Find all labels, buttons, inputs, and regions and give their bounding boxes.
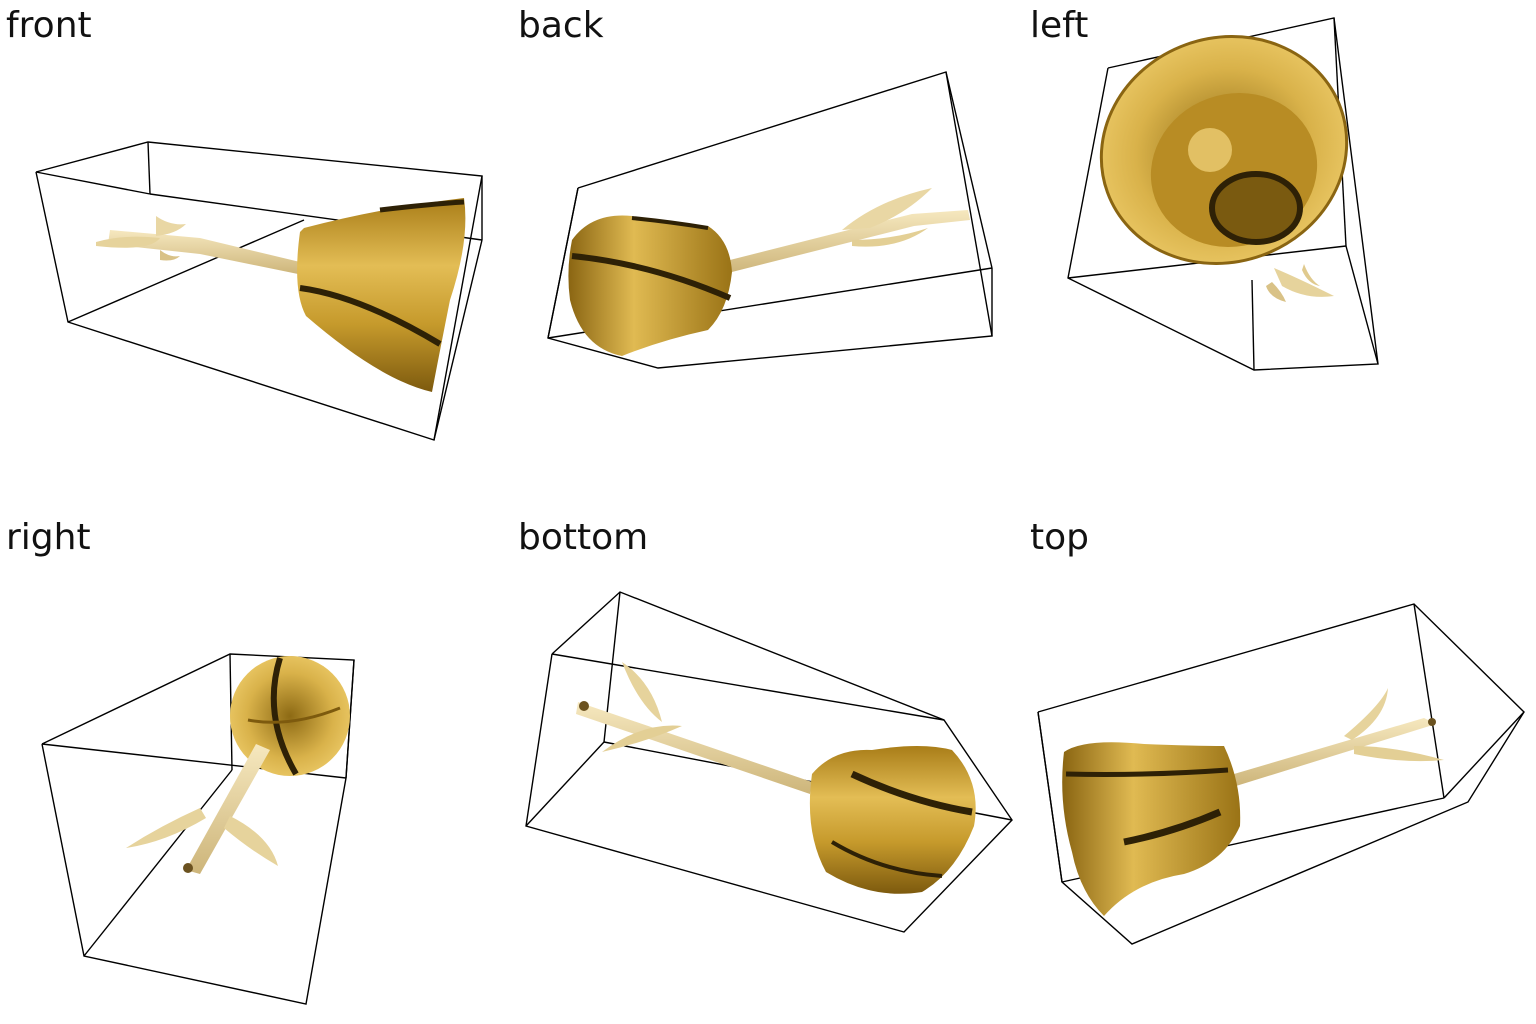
bell-body [230,656,350,776]
bell-render-left [1067,17,1379,371]
view-panel-right: right [0,512,512,1024]
view-label: bottom [518,517,649,558]
bell-handle [1266,264,1334,302]
view-label: back [518,5,604,46]
view-panel-left: left [1024,0,1536,512]
bell-body [297,198,466,392]
view-panel-top: top [1024,512,1536,1024]
bell-body [568,215,732,356]
bell-handle [722,188,970,274]
bell-handle [126,744,278,874]
view-label: top [1030,517,1089,558]
view-label: left [1030,5,1089,46]
bell-render-bottom [525,591,1013,933]
view-panel-back: back [512,0,1024,512]
bell-body [1099,35,1349,265]
view-panel-bottom: bottom [512,512,1024,1024]
bounding-box [1037,603,1525,945]
bell-handle [96,216,300,274]
bounding-box [35,141,483,441]
view-label: front [6,5,92,46]
bell-render-top [1037,603,1525,945]
bell-handle [1234,688,1444,786]
bell-render-back [547,71,993,369]
bell-render-right [41,653,355,1005]
view-panel-front: front [0,0,512,512]
bell-body [809,746,976,894]
bell-body [1062,742,1241,916]
bell-handle [576,662,812,794]
bell-render-front [35,141,483,441]
view-label: right [6,517,91,558]
